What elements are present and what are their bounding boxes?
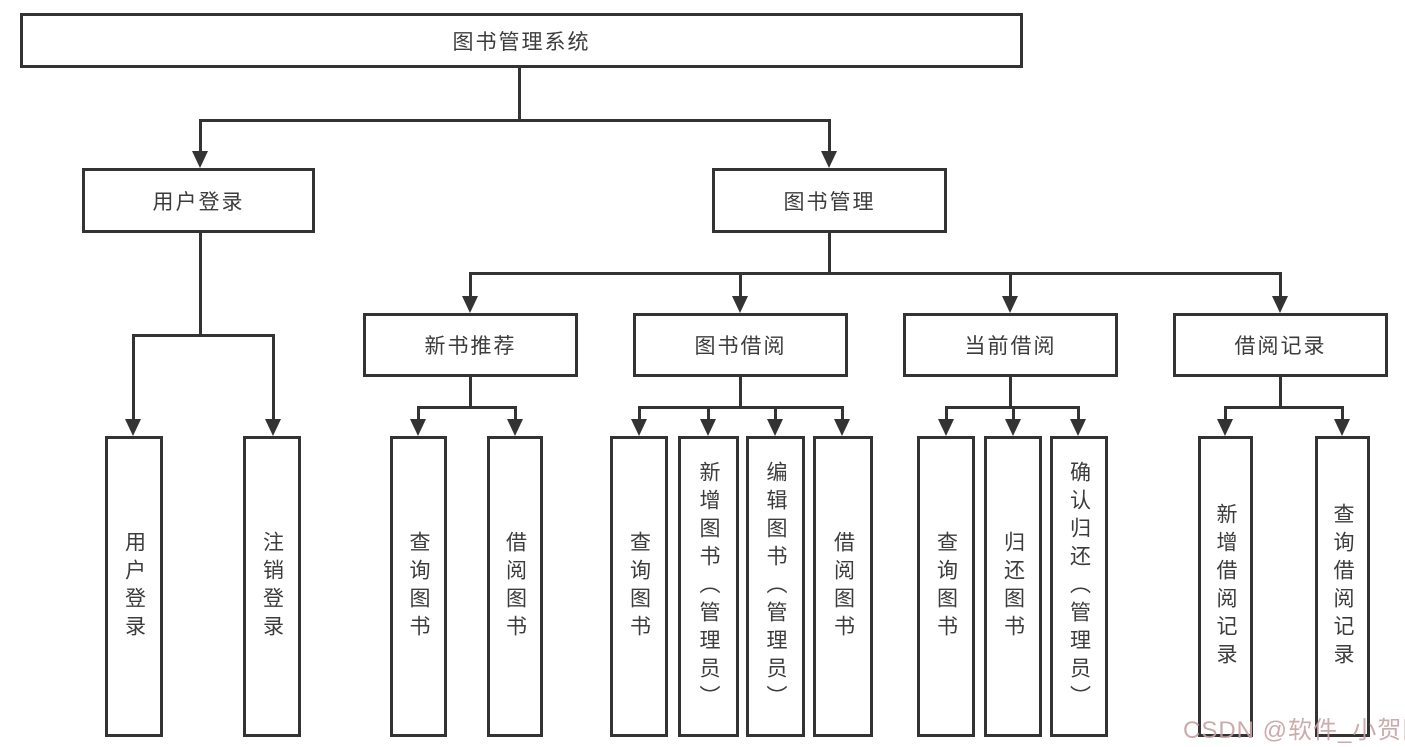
connector <box>272 334 275 420</box>
node-label: 借阅记录 <box>1234 335 1327 358</box>
leaf-add-borrow-record: 新增借阅记录 <box>1198 436 1253 737</box>
connector <box>1341 406 1344 421</box>
leaf-logout: 注销登录 <box>243 436 301 737</box>
leaf-return-books: 归还图书 <box>984 436 1042 737</box>
leaf-label: 归还图书 <box>1001 530 1025 643</box>
arrowhead <box>821 151 837 168</box>
leaf-user-login: 用户登录 <box>105 436 163 737</box>
node-label: 图书管理系统 <box>452 30 591 54</box>
leaf-query-books: 查询图书 <box>917 436 975 737</box>
leaf-label: 查询图书 <box>627 530 651 643</box>
leaf-label: 借阅图书 <box>831 530 855 643</box>
node-label: 图书管理 <box>783 190 876 214</box>
leaf-label: 注销登录 <box>260 530 284 643</box>
node-label: 新书推荐 <box>424 335 517 358</box>
connector <box>469 272 1281 275</box>
leaf-query-books: 查询图书 <box>610 436 668 737</box>
leaf-borrow-books: 借阅图书 <box>813 436 873 737</box>
arrowhead <box>265 419 281 436</box>
node-label: 用户登录 <box>152 190 245 214</box>
node-book-mgmt: 图书管理 <box>712 168 947 233</box>
connector <box>739 272 742 298</box>
csdn-watermark: CSDN @软件_小贺同学 <box>1183 717 1405 744</box>
connector <box>514 406 517 421</box>
arrowhead <box>1005 419 1021 436</box>
node-label: 当前借阅 <box>964 335 1057 358</box>
node-label: 图书借阅 <box>694 335 787 358</box>
connector <box>132 334 135 420</box>
connector <box>739 377 742 408</box>
leaf-label: 查询图书 <box>407 530 430 643</box>
connector <box>828 119 831 154</box>
connector <box>469 272 472 298</box>
connector <box>1224 406 1343 409</box>
arrowhead <box>767 419 783 436</box>
arrowhead <box>1334 419 1350 436</box>
node-root: 图书管理系统 <box>20 13 1023 68</box>
leaf-edit-books-admin: 编辑图书（管理员） <box>746 436 805 737</box>
connector <box>1009 272 1012 298</box>
connector <box>828 233 831 274</box>
connector <box>945 406 948 421</box>
arrowhead <box>938 419 954 436</box>
connector <box>707 406 710 421</box>
connector <box>1279 377 1282 408</box>
connector <box>1224 406 1227 421</box>
arrowhead <box>834 419 850 436</box>
node-new-book-recommend: 新书推荐 <box>363 313 578 377</box>
connector <box>469 377 472 408</box>
leaf-label: 查询借阅记录 <box>1331 502 1354 671</box>
leaf-query-books: 查询图书 <box>390 436 447 737</box>
connector <box>132 334 275 337</box>
leaf-label: 借阅图书 <box>503 530 527 643</box>
connector <box>1279 272 1282 298</box>
node-user-login: 用户登录 <box>82 168 315 233</box>
connector <box>518 68 521 121</box>
node-borrow-records: 借阅记录 <box>1173 313 1388 377</box>
connector <box>638 406 843 409</box>
arrowhead <box>1070 419 1086 436</box>
leaf-add-books-admin: 新增图书（管理员） <box>678 436 739 737</box>
connector <box>1012 406 1015 421</box>
arrowhead <box>507 419 523 436</box>
arrowhead <box>1002 296 1018 313</box>
arrowhead <box>1272 296 1288 313</box>
connector <box>199 119 831 122</box>
connector <box>199 233 202 336</box>
connector <box>417 406 517 409</box>
arrowhead <box>462 296 478 313</box>
connector <box>638 406 641 421</box>
leaf-label: 确认归还（管理员） <box>1067 460 1091 713</box>
leaf-confirm-return-admin: 确认归还（管理员） <box>1050 436 1108 737</box>
arrowhead <box>700 419 716 436</box>
leaf-label: 新增借阅记录 <box>1214 502 1237 671</box>
connector <box>417 406 420 421</box>
leaf-borrow-books: 借阅图书 <box>487 436 543 737</box>
leaf-label: 用户登录 <box>122 530 146 643</box>
arrowhead <box>1217 419 1233 436</box>
connector <box>199 119 202 154</box>
arrowhead <box>410 419 426 436</box>
leaf-query-borrow-record: 查询借阅记录 <box>1315 436 1370 737</box>
node-book-borrow: 图书借阅 <box>633 313 848 377</box>
leaf-label: 新增图书（管理员） <box>697 460 720 713</box>
arrowhead <box>125 419 141 436</box>
leaf-label: 查询图书 <box>934 530 958 643</box>
node-current-borrow: 当前借阅 <box>903 313 1118 377</box>
arrowhead <box>732 296 748 313</box>
connector <box>774 406 777 421</box>
connector <box>1077 406 1080 421</box>
connector <box>1009 377 1012 408</box>
arrowhead <box>192 151 208 168</box>
arrowhead <box>631 419 647 436</box>
connector <box>841 406 844 421</box>
leaf-label: 编辑图书（管理员） <box>764 460 787 713</box>
